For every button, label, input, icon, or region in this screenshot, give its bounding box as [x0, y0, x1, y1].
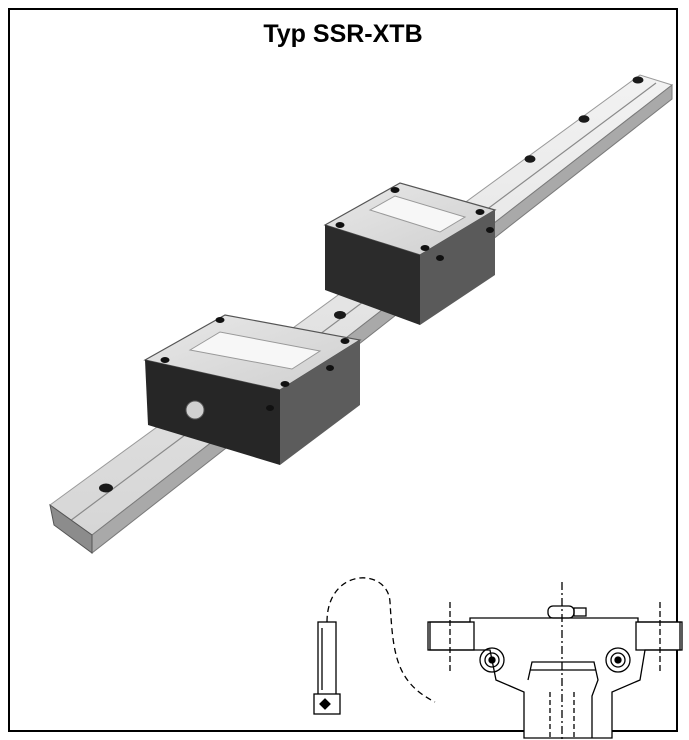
- carriage-rear: [323, 182, 497, 325]
- rail-end: [49, 503, 93, 554]
- carriage-front: [143, 314, 362, 465]
- cross-section-drawing: [313, 577, 683, 740]
- rail-holes: [99, 76, 644, 493]
- page-title: Typ SSR-XTB: [263, 20, 423, 48]
- linear-guide-photo: [49, 74, 674, 555]
- document-frame: Typ SSR-XTB: [8, 8, 683, 740]
- rail-side: [91, 83, 673, 555]
